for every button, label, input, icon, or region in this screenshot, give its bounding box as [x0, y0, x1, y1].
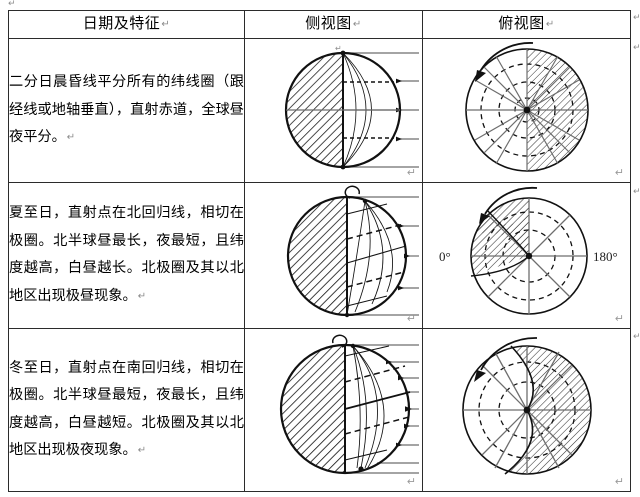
arctic-circle-line: [346, 203, 387, 215]
rotation-arc: [479, 337, 537, 371]
summer-solstice-top-view-figure: 0° 180°: [439, 186, 618, 315]
table-row: 二分日晨昏线平分所有的纬线圈（跟经线或地轴垂直），直射赤道，全球昼夜平分。↵: [8, 38, 631, 183]
rotation-arrowhead-icon: [473, 370, 486, 382]
description-cell-summer-solstice: 夏至日，直射点在北回归线，相切在极圈。北半球昼最长，夜最短，且纬度越高，白昼越长…: [8, 182, 245, 329]
header-cell-date-features: 日期及特征↵: [8, 10, 245, 39]
cell-paragraph-mark: ↵: [614, 166, 624, 179]
table-row: 夏至日，直射点在北回归线，相切在极圈。北半球昼最长，夜最短，且纬度越高，白昼越长…: [8, 182, 631, 329]
margin-mark: ↵: [633, 332, 640, 342]
equator-line: [346, 245, 406, 264]
margin-mark: ↵: [633, 187, 640, 197]
tropic-lines: [344, 365, 409, 435]
paragraph-mark: ↵: [545, 18, 555, 30]
paragraph-mark: ↵: [352, 18, 362, 30]
equinox-side-view-figure: ↵: [284, 44, 419, 170]
arctic-circle-line: [344, 345, 389, 357]
side-view-cell-equinox: ↵ ↵: [244, 38, 423, 183]
rotation-loop-icon: [331, 334, 347, 348]
header-label-date-features: 日期及特征: [82, 16, 161, 33]
table-header-row: 日期及特征↵ 侧视图↵ 俯视图↵: [8, 10, 631, 39]
top-left-paragraph-mark: ↵: [8, 0, 16, 9]
north-pole-point: [340, 50, 345, 56]
south-pole-point: [340, 164, 345, 170]
paragraph-mark: ↵: [137, 445, 147, 457]
cell-paragraph-mark: ↵: [614, 475, 624, 488]
pole-center-point: [523, 406, 530, 414]
south-pole-point: [344, 312, 349, 318]
rotation-arc: [479, 42, 533, 71]
header-label-side-view: 侧视图: [305, 16, 352, 33]
cell-paragraph-mark: ↵: [406, 312, 416, 325]
antarctic-circle-line: [346, 295, 387, 307]
geography-table: 日期及特征↵ 侧视图↵ 俯视图↵ 二分日晨昏线平分所有的纬线圈（跟经线或地轴垂直…: [8, 10, 631, 492]
margin-mark: ↵: [633, 43, 640, 53]
margin-mark: ↵: [633, 13, 640, 23]
top-view-cell-winter-solstice: ↵: [422, 328, 631, 492]
rotation-arrowhead-icon: [478, 213, 490, 224]
paragraph-mark: ↵: [137, 290, 147, 302]
top-view-cell-equinox: ↵: [422, 38, 631, 183]
cell-paragraph-mark: ↵: [406, 166, 416, 179]
night-hemisphere: [287, 197, 347, 315]
south-pole-point: [357, 466, 364, 472]
figure-mark: ↵: [335, 44, 342, 53]
summer-solstice-side-view-figure: [286, 185, 419, 318]
night-hemisphere: [280, 345, 345, 473]
paragraph-mark: ↵: [161, 18, 171, 30]
paragraph-mark: ↵: [66, 132, 76, 144]
table-row: 冬至日，直射点在南回归线，相切在极圈。北半球昼最短，夜最长，且纬度越高，白昼越短…: [8, 328, 631, 492]
rotation-arc: [483, 186, 537, 215]
antarctic-circle-line: [344, 449, 387, 461]
right-margin-marks: ↵ ↵ ↵ ↵: [633, 0, 640, 497]
description-cell-equinox: 二分日晨昏线平分所有的纬线圈（跟经线或地轴垂直），直射赤道，全球昼夜平分。↵: [8, 38, 245, 183]
description-text: 二分日晨昏线平分所有的纬线圈（跟经线或地轴垂直），直射赤道，全球昼夜平分。: [9, 74, 244, 146]
cell-paragraph-mark: ↵: [614, 312, 624, 325]
tropic-lines: [342, 81, 394, 139]
winter-solstice-side-view-figure: [279, 334, 419, 475]
tropic-lines: [346, 223, 404, 288]
equator-line: [344, 391, 410, 410]
side-view-cell-winter-solstice: ↵: [244, 328, 423, 492]
cell-paragraph-mark: ↵: [406, 475, 416, 488]
meridian-lines: [352, 345, 384, 470]
description-text: 夏至日，直射点在北回归线，相切在极圈。北半球昼最长，夜最短，且纬度越高，白昼越长…: [9, 205, 244, 304]
description-text: 冬至日，直射点在南回归线，相切在极圈。北半球昼最短，夜最长，且纬度越高，白昼越短…: [9, 359, 244, 459]
label-180-degrees: 180°: [593, 249, 618, 264]
sun-rays-icon: [346, 196, 419, 316]
meridian-lines: [346, 200, 393, 316]
winter-solstice-top-view-figure: [461, 337, 592, 475]
rotation-loop-icon: [344, 185, 360, 199]
header-cell-top-view: 俯视图↵: [422, 10, 631, 39]
pole-center-point: [525, 252, 532, 260]
header-cell-side-view: 侧视图↵: [244, 10, 423, 39]
header-label-top-view: 俯视图: [498, 16, 545, 33]
pole-center-point: [523, 106, 530, 114]
equinox-top-view-figure: [464, 42, 589, 172]
north-pole-point: [362, 198, 367, 204]
north-pole-point: [350, 343, 355, 349]
rotation-arrowhead-icon: [474, 70, 486, 82]
top-view-cell-summer-solstice: 0° 180° ↵: [422, 182, 631, 329]
side-view-cell-summer-solstice: ↵: [244, 182, 423, 329]
label-0-degrees: 0°: [439, 249, 451, 264]
description-cell-winter-solstice: 冬至日，直射点在南回归线，相切在极圈。北半球昼最短，夜最长，且纬度越高，白昼越短…: [8, 328, 245, 492]
